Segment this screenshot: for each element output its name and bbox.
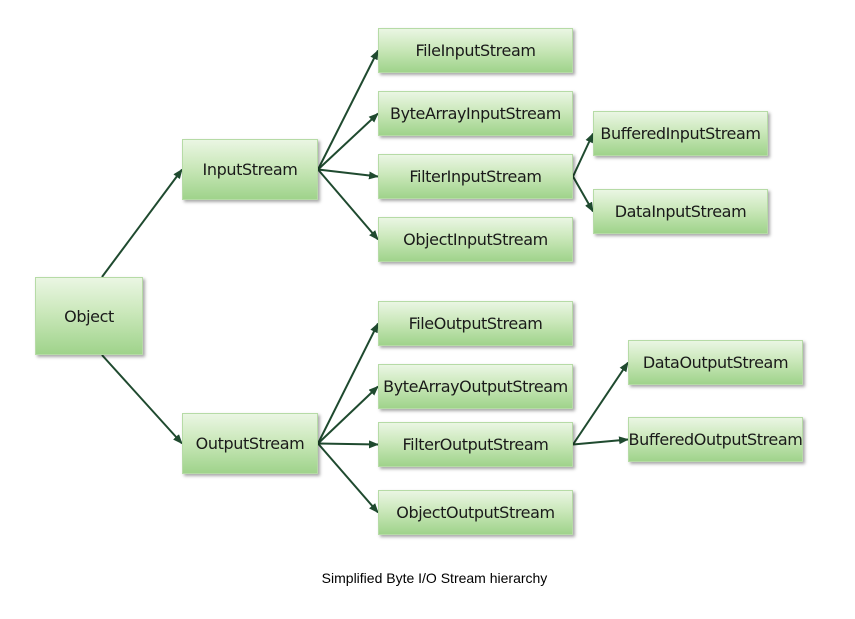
arrow-input-stream-to-file-input-stream (317, 49, 379, 170)
node-object-input-stream: ObjectInputStream (378, 217, 573, 262)
node-filter-input-stream: FilterInputStream (378, 154, 573, 199)
arrow-output-stream-to-file-output-stream (317, 322, 379, 444)
node-filter-output-stream: FilterOutputStream (378, 422, 573, 467)
node-data-output-stream: DataOutputStream (628, 340, 803, 385)
arrow-output-stream-to-object-output-stream (317, 442, 379, 514)
arrow-filter-output-stream-to-data-output-stream (572, 361, 629, 446)
diagram-caption: Simplified Byte I/O Stream hierarchy (321, 570, 548, 586)
node-object-output-stream: ObjectOutputStream (378, 490, 573, 535)
node-input-stream: InputStream (182, 139, 318, 200)
arrow-input-stream-to-filter-input-stream (317, 168, 379, 180)
node-file-output-stream: FileOutputStream (378, 301, 573, 346)
node-data-input-stream: DataInputStream (593, 189, 768, 234)
arrow-input-stream-to-byte-array-input-stream (317, 112, 379, 171)
arrow-output-stream-to-filter-output-stream (317, 440, 379, 449)
arrow-filter-input-stream-to-data-input-stream (572, 176, 594, 213)
arrow-output-stream-to-byte-array-output-stream (317, 385, 379, 445)
arrow-object-to-input-stream (101, 168, 183, 278)
node-byte-array-output-stream: ByteArrayOutputStream (378, 364, 573, 409)
node-buffered-input-stream: BufferedInputStream (593, 111, 768, 156)
arrow-input-stream-to-object-input-stream (317, 168, 379, 241)
arrow-filter-output-stream-to-buffered-output-stream (572, 436, 629, 446)
arrow-filter-input-stream-to-buffered-input-stream (572, 132, 594, 177)
arrow-object-to-output-stream (101, 354, 183, 445)
node-output-stream: OutputStream (182, 413, 318, 474)
node-buffered-output-stream: BufferedOutputStream (628, 417, 803, 462)
node-object: Object (35, 277, 143, 355)
node-file-input-stream: FileInputStream (378, 28, 573, 73)
node-byte-array-input-stream: ByteArrayInputStream (378, 91, 573, 136)
